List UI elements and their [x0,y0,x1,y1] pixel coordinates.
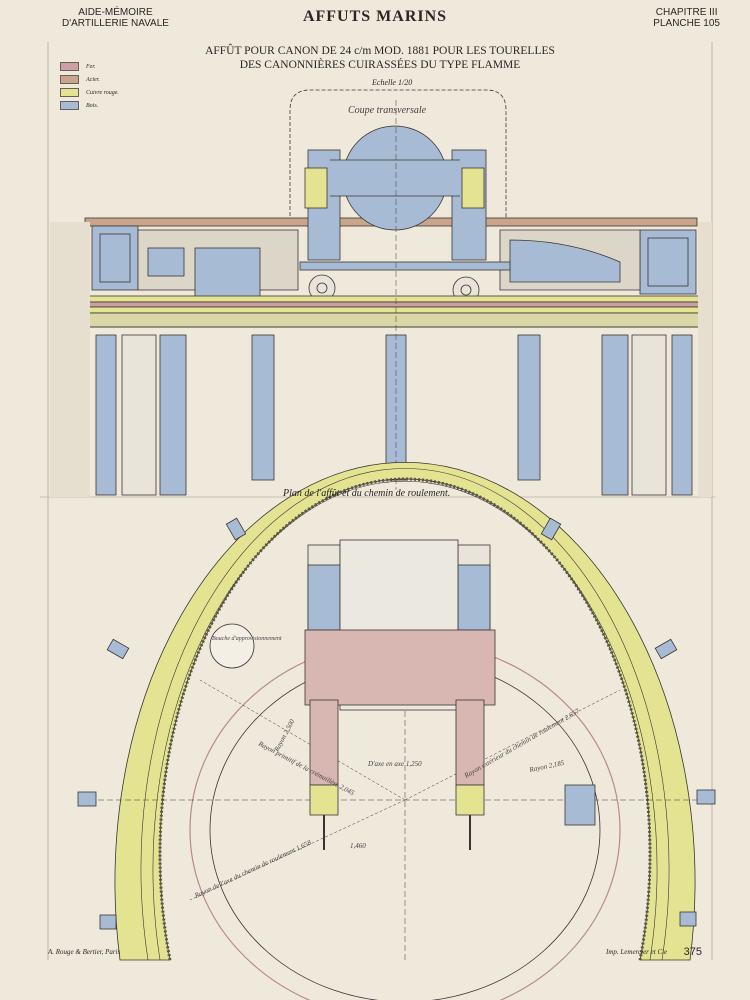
column-3 [159,334,187,496]
legend-label: Fer. [86,63,96,70]
copper-rail [87,295,701,303]
legend-item-copper: Cuivre rouge. [60,86,119,99]
footer-left: A. Rouge & Bertier, Paris [48,948,121,956]
right-curve-plate [509,239,621,283]
ring-line-1 [140,468,670,961]
radius-label-2: Rayon primitif de la crémaillère 2,045 [256,739,356,797]
column-4 [251,334,275,481]
ammo-hatch [209,623,255,669]
subtitle-line1: AFFÛT POUR CANON DE 24 c/m MOD. 1881 POU… [205,45,555,57]
column-7 [601,334,629,496]
subtitle-line2: DES CANONNIÈRES CUIRASSÉES DU TYPE FLAMM… [239,59,521,71]
column-9 [671,334,693,496]
radius-line-3 [189,799,406,901]
bracket-1 [225,517,247,541]
material-legend: Fer. Acier. Cuivre rouge. Bois. [60,60,119,112]
page-number: 375 [683,946,702,958]
legend-label: Cuivre rouge. [86,89,119,96]
radius-line-1 [199,679,406,801]
plan-label: Plan de l'affût et du chemin de roulemen… [283,488,451,499]
plate-subtitle: AFFÛT POUR CANON DE 24 c/m MOD. 1881 POU… [120,44,640,72]
cross-section [50,89,712,497]
legend-item-steel: Acier. [60,73,119,86]
right-cylinder-cap [455,784,485,816]
bracket-5 [77,791,97,807]
iron-crossbeam [304,629,496,706]
right-slide-wood [457,564,491,631]
swatch-iron [60,62,79,71]
right-trunnion-bearing [461,167,485,209]
axis-distance-label: D'axe en axe 1,250 [367,760,422,768]
left-wall [50,222,90,497]
hatch-label: Bouche d'approvisionnement [212,636,282,642]
rack-ring [87,312,701,328]
radius-line-2 [404,689,621,801]
radius-label-4: Rayon 2,185 [528,759,566,774]
header-left-line1: AIDE-MÉMOIRE [78,7,153,18]
left-cylinder-cap [309,784,339,816]
column-1 [95,334,117,496]
bracket-6 [696,789,716,805]
section-label: Coupe transversale [348,105,427,116]
bracket-8 [679,911,697,927]
bracket-7 [99,914,117,930]
bracket-4 [654,638,678,660]
right-block-inner [647,237,689,287]
page-title: AFFUTS MARINS [302,8,448,25]
column-6 [517,334,541,481]
left-bracket [194,247,261,299]
right-wood-block [639,229,697,295]
left-plate [147,247,185,277]
left-roller-hub [316,282,328,294]
right-wall [698,222,712,497]
left-block-inner [99,233,131,283]
legend-item-iron: Fer. [60,60,119,73]
column-2 [121,334,157,496]
left-cylinder [309,699,339,786]
swatch-wood [60,101,79,110]
slide-rail [299,261,511,271]
left-trunnion-bearing [304,167,328,209]
plan-view [77,462,716,1000]
scale-label: Echelle 1/20 [372,78,413,87]
legend-label: Bois. [86,102,99,109]
plate-label: PLANCHE 105 [653,18,720,29]
iron-rail [87,301,701,308]
header-left: AIDE-MÉMOIRE D'ARTILLERIE NAVALE [62,7,169,29]
legend-item-wood: Bois. [60,99,119,112]
bracket-2 [540,517,562,541]
chapter-label: CHAPITRE III [655,7,718,18]
dimension-label: 1,460 [350,842,366,850]
bracket-3 [106,638,130,660]
column-8 [631,334,667,496]
training-gear [564,784,596,826]
footer-right: Imp. Lemercier et Cie [606,948,668,956]
right-roller-hub [460,284,472,296]
header-right: CHAPITRE III PLANCHE 105 [653,7,720,29]
swatch-copper [60,88,79,97]
legend-label: Acier. [86,76,100,83]
left-wood-block [91,225,139,291]
copper-rail-lower [87,306,701,314]
swatch-steel [60,75,79,84]
trunnion-bar [330,160,460,196]
header-left-line2: D'ARTILLERIE NAVALE [62,18,169,29]
turret-outline [289,89,507,222]
left-slide-wood [307,564,341,631]
ring-line-2 [152,480,658,961]
right-cylinder [455,699,485,786]
